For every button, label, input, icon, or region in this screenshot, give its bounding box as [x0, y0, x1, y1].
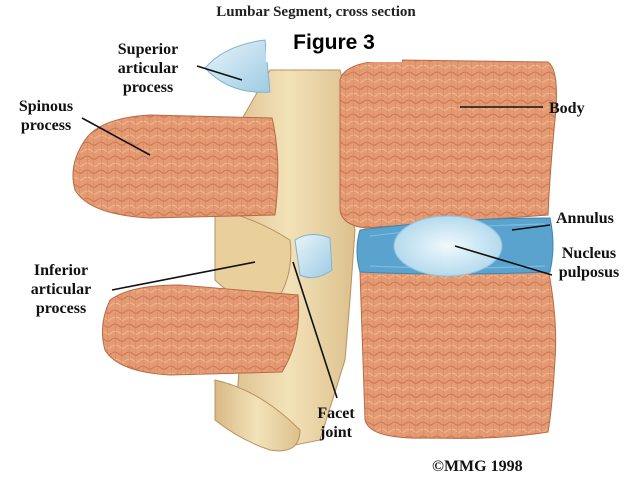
label-inferior-articular-process: Inferior articular process — [14, 261, 108, 318]
lower-vertebral-body — [360, 268, 556, 438]
nucleus-pulposus — [394, 216, 502, 276]
label-body: Body — [549, 99, 585, 118]
lower-spinous-process — [102, 285, 298, 375]
label-spinous-process: Spinous process — [4, 97, 88, 135]
facet-cartilage — [295, 234, 332, 277]
figure-badge: Figure 3 — [266, 24, 402, 62]
diagram-title: Lumbar Segment, cross section — [0, 4, 632, 21]
label-superior-articular-process: Superior articular process — [98, 40, 198, 97]
superior-articular-cartilage — [205, 40, 270, 92]
label-nucleus-pulposus: Nucleus pulposus — [552, 244, 626, 282]
copyright-notice: ©MMG 1998 — [432, 457, 523, 476]
label-facet-joint: Facet joint — [306, 404, 366, 442]
upper-vertebral-body — [340, 60, 556, 228]
label-annulus: Annulus — [556, 209, 614, 228]
